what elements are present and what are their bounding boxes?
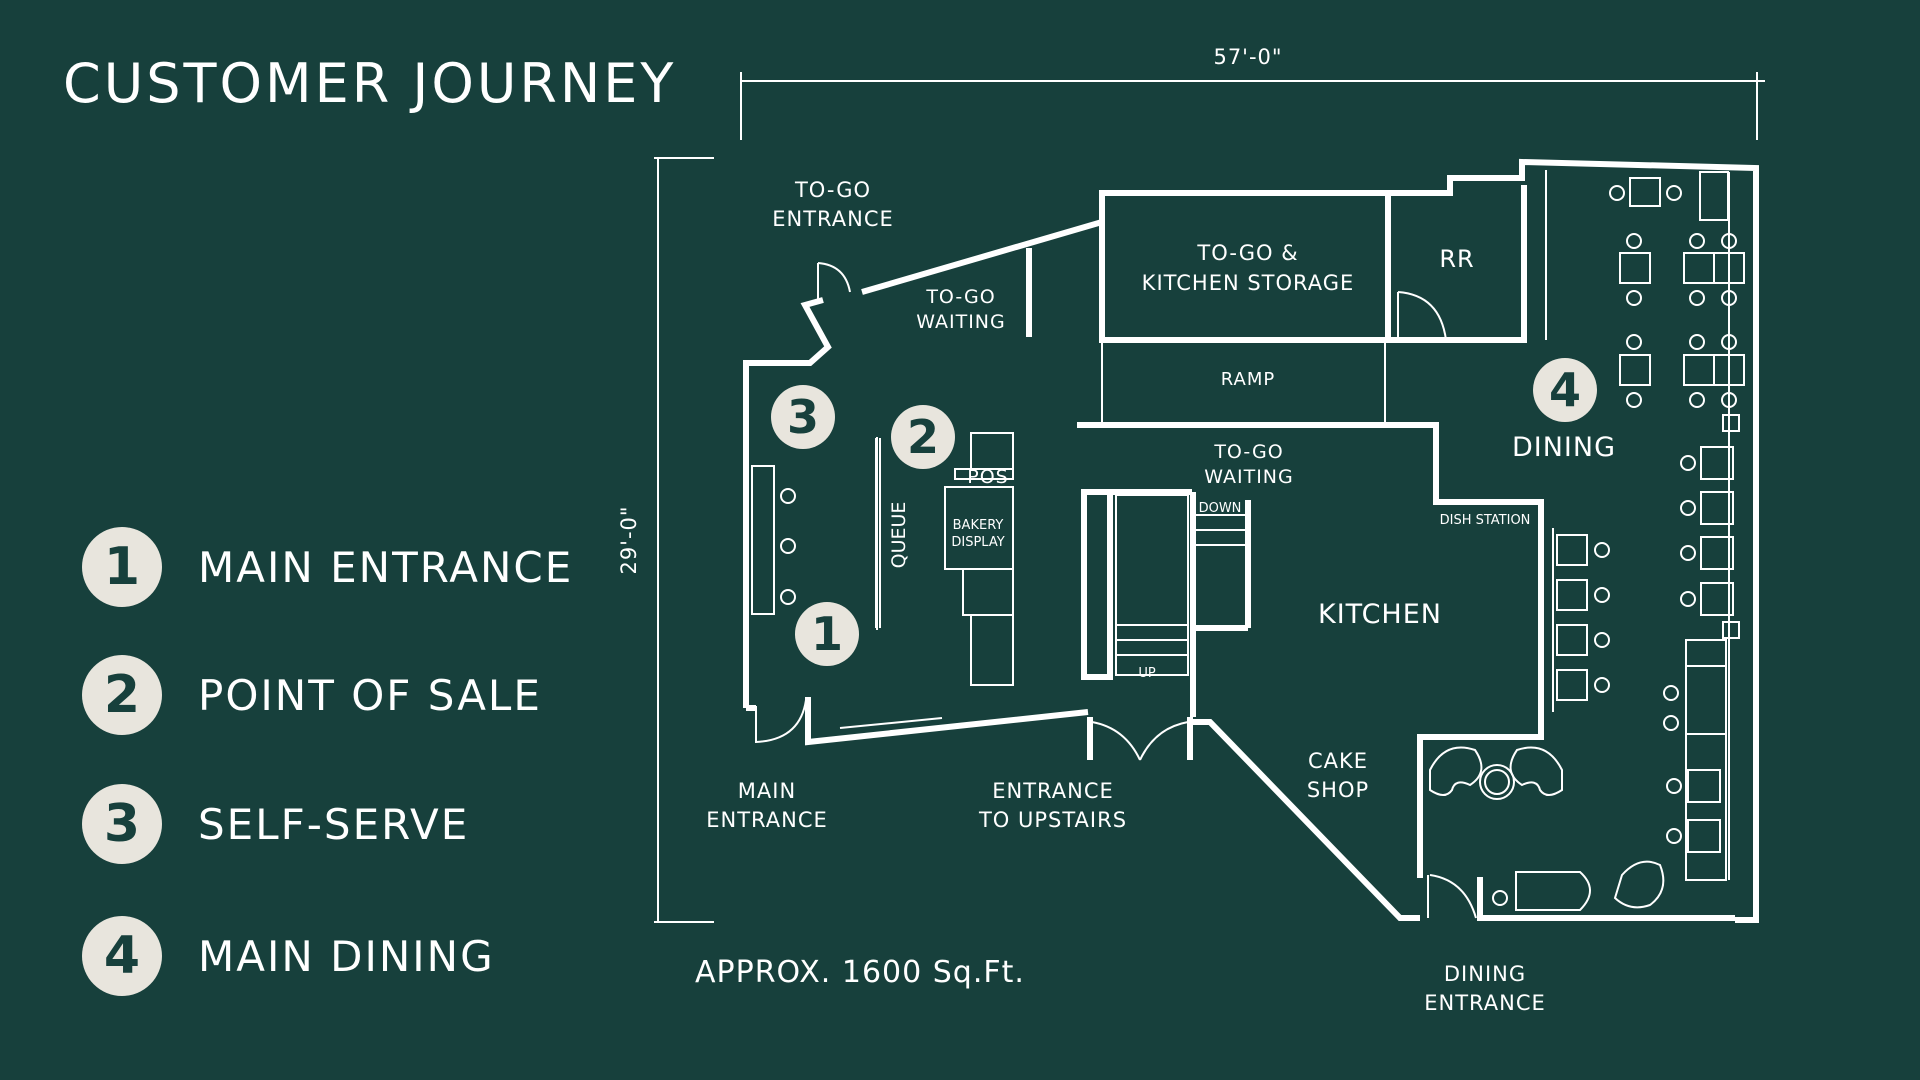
svg-text:4: 4 [1549,363,1581,417]
togo-waiting-label-1: TO-GO [925,286,995,308]
upstairs-entrance-label-1: ENTRANCE [992,779,1114,803]
togo-entrance-label-2: ENTRANCE [772,207,894,231]
legend-item-self-serve: 3 SELF-SERVE [82,784,469,864]
togo-waiting-label-2: WAITING [916,311,1006,333]
restroom-label: RR [1439,245,1474,273]
togo-entrance-label-1: TO-GO [794,178,871,202]
legend-badge: 1 [82,527,162,607]
dimension-width: 57'-0" [740,45,1765,140]
togo-waiting-b-label-2: WAITING [1204,466,1294,488]
dimension-height-label: 29'-0" [617,505,641,574]
stairs-up-label: UP [1138,666,1156,681]
self-serve-stools [780,488,796,605]
storage-label-2: KITCHEN STORAGE [1142,271,1355,295]
bakery-label-1: BAKERY [953,518,1004,533]
svg-text:1: 1 [811,607,843,661]
dining-tables [1429,177,1745,911]
legend-item-point-of-sale: 2 POINT OF SALE [82,655,542,735]
upstairs-entrance-label-2: TO UPSTAIRS [978,808,1127,832]
legend-badge: 3 [82,784,162,864]
legend-label: MAIN DINING [198,931,495,981]
legend-badge: 2 [82,655,162,735]
marker-main-dining: 4 [1533,358,1597,422]
journey-markers: 1 2 3 4 [771,358,1597,666]
legend-label: SELF-SERVE [198,799,470,849]
svg-text:2: 2 [907,410,939,464]
storage-label-1: TO-GO & [1196,241,1298,265]
area-note: APPROX. 1600 Sq.Ft. [695,955,1025,990]
dimension-width-label: 57'-0" [1213,45,1282,69]
dining-label: DINING [1512,432,1616,463]
bakery-label-2: DISPLAY [951,535,1004,550]
dining-entrance-label-2: ENTRANCE [1424,991,1546,1015]
legend-label: POINT OF SALE [198,670,542,720]
togo-waiting-b-label-1: TO-GO [1213,441,1283,463]
main-entrance-label-1: MAIN [738,779,796,803]
page-title: CUSTOMER JOURNEY [63,52,677,115]
marker-main-entrance: 1 [795,602,859,666]
marker-point-of-sale: 2 [891,405,955,469]
cake-shop-label-2: SHOP [1307,778,1369,802]
stairs-down-label: DOWN [1199,501,1242,516]
queue-label: QUEUE [888,502,910,569]
cake-shop-label-1: CAKE [1308,749,1368,773]
doors [755,262,1477,919]
main-entrance-label-2: ENTRANCE [706,808,828,832]
legend-item-main-dining: 4 MAIN DINING [82,916,495,996]
walls [743,158,1759,923]
svg-text:3: 3 [787,390,819,444]
dimension-height: 29'-0" [617,157,714,923]
legend-item-main-entrance: 1 MAIN ENTRANCE [82,527,573,607]
legend-badge: 4 [82,916,162,996]
dish-station-label: DISH STATION [1440,513,1531,528]
marker-self-serve: 3 [771,385,835,449]
ramp-label: RAMP [1221,369,1275,390]
room-labels: TO-GO ENTRANCE TO-GO WAITING TO-GO & KIT… [706,178,1616,1015]
pos-label: POS [967,466,1008,488]
kitchen-label: KITCHEN [1318,599,1442,630]
legend-label: MAIN ENTRANCE [198,542,574,592]
dining-entrance-label-1: DINING [1444,962,1526,986]
